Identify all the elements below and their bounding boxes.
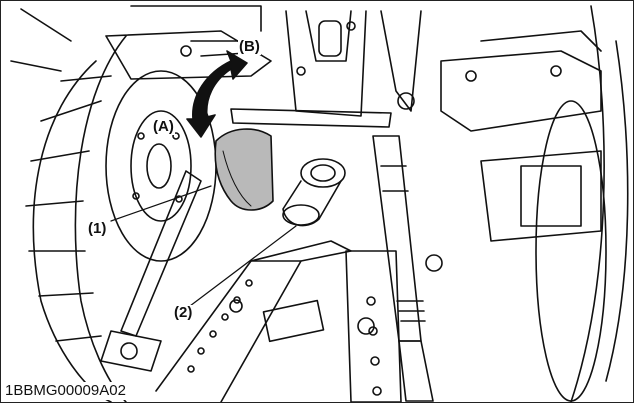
label-1: (1) [87,220,108,237]
pto-shaft-cover [214,128,274,211]
pto-shaft [282,158,346,227]
right-rear-tire [535,5,629,402]
cross-bar [230,108,392,128]
left-rear-tire [10,8,127,402]
leader-lines [110,185,297,310]
lower-link-left [100,170,202,372]
right-housing [440,30,602,242]
top-link-bracket [285,10,422,117]
rotation-arrow-icon [186,50,248,138]
label-a: (A) [152,118,175,135]
lift-rod-right [372,135,443,402]
drawbar [155,240,352,402]
label-2: (2) [173,304,194,321]
label-b: (B) [238,38,261,55]
figure-code: 1BBMG00009A02 [3,382,128,400]
drawbar-support [345,250,402,402]
